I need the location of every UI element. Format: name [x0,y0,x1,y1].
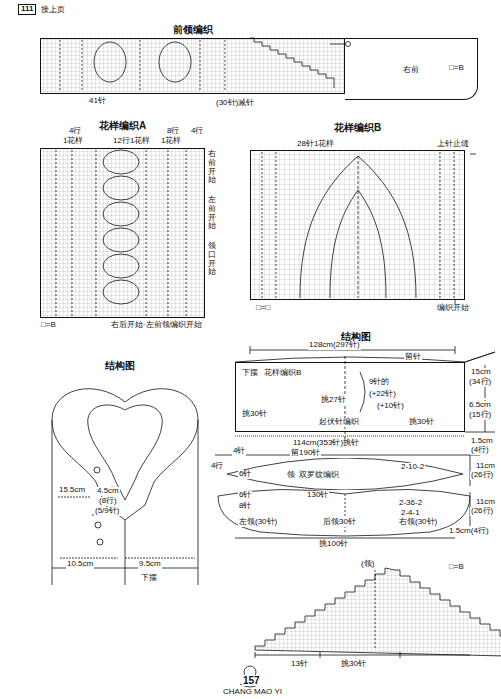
dimension-label: 4行 [210,462,224,471]
dimension-label: 11cm [475,462,496,471]
dimension-label: 6.5cm [468,401,492,410]
dimension-label: 挑27针 [320,396,347,405]
dimension-label: (+22针) [368,390,397,399]
chart-grid: 前领编织 [40,38,345,94]
dimension-label: (26行) [470,471,494,480]
piece-label: 右前 [403,64,419,75]
piece-label: 花样编织B [264,367,301,378]
dimension-label: (34行) [468,378,492,387]
dimension-label: 9针的 [368,378,390,387]
collar-outline [225,458,465,490]
dimension-label: 4针 [232,447,246,456]
dimension-label: 4行 [68,127,82,136]
dimension-label: (8行) [98,497,118,506]
dimension-label: (4行) [470,446,490,455]
dimension-label: 4行 [190,127,204,136]
dimension-label: 15cm [470,368,492,377]
piece-label: 下摆 [242,367,258,378]
dimension-label: 接上页 [40,6,66,15]
dimension-label: (+10针) [376,402,405,411]
dimension-label: 111 [18,4,36,15]
dimension-label: (26行) [470,507,494,516]
dimension-label: 右后开始·左前领编织开始 [110,321,203,330]
section-heading: 157 [242,675,261,686]
dimension-label: 41针 [88,97,107,106]
dimension-label: 2-4-1 [400,509,421,518]
dimension-label: 左领(30针) [238,518,278,527]
dimension-label: CHANG MAO YI [222,688,283,697]
dimension-label: 1花样 [160,137,182,146]
dimension-label: 左前开始 [208,196,216,231]
dimension-label: 领口开始 [208,242,216,277]
dimension-label: 后领30针 [322,518,357,527]
dimension-label: 2-10-2 [400,463,425,472]
dimension-label: (5/9针) [94,507,120,516]
dimension-label: 上针止缝 [436,140,470,149]
dimension-label: 编织开始 [436,304,470,313]
dimension-label: 4.5cm [96,487,120,496]
dimension-label: 12行1花样 [112,137,151,146]
dimension-label: 10.5cm [66,560,94,569]
dimension-label: (15行) [468,411,492,420]
pattern-piece: 领双罗纹编织 [225,458,465,490]
dimension-label: 右领(30针) [398,518,438,527]
dimension-label: 2-36-2 [398,499,423,508]
dimension-label: 128cm(297针) [308,341,361,350]
piece-label: 双罗纹编织 [299,469,339,480]
dimension-label: 6针 [238,470,252,479]
chart-title: 前领编织 [41,23,344,37]
dimension-label: 挑30针 [408,418,435,427]
dimension-label: 15.5cm [58,486,86,495]
section-heading: 结构图 [104,360,136,371]
dimension-label: 6针 [238,491,252,500]
dimension-label: 11cm [475,498,496,507]
dimension-label: □=B [448,64,465,73]
dimension-label: 挑30针 [241,410,268,419]
dimension-label: 1花样 [62,137,84,146]
dimension-label: 130针 [306,491,329,500]
dimension-label: (30针)减针 [215,99,255,108]
dimension-label: 1.5cm(4行) [448,527,490,536]
dimension-label: 28针1花样 [296,140,335,149]
chart-title: 花样编织B [251,121,464,135]
dimension-label: 114cm(353针)挑针 [292,439,360,448]
dimension-label: 挑100针 [318,540,349,549]
dimension-label: 留190针 [290,449,321,458]
dimension-label: 13针 [290,660,309,669]
dimension-label: □=B [448,563,465,572]
dimension-label: 9.5cm [138,560,162,569]
piece-label: 领 [287,469,295,480]
chart-grid: 花样编织A [40,148,205,318]
dimension-label: □=B [40,321,57,330]
dimension-label: 右前开始 [208,150,216,185]
dimension-label: (领) [360,560,375,569]
dimension-label: 8行 [166,127,180,136]
dimension-label: 挑30针 [340,660,367,669]
dimension-label: 1.5cm [470,437,494,446]
dimension-label: 下摆 [140,574,158,583]
dimension-label: 起伏针编织 [318,418,360,427]
dimension-label: 留针 [404,353,422,362]
dimension-label: □=□ [255,304,271,313]
dimension-label: 8针 [238,502,252,511]
chart-grid: 花样编织B [250,150,465,300]
